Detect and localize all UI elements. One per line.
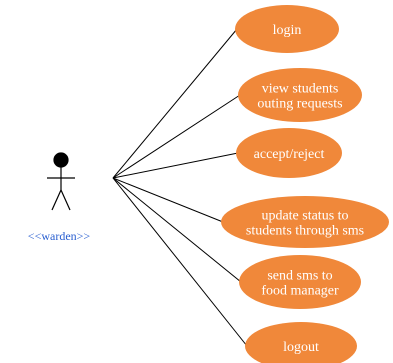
usecase-label: students through sms bbox=[246, 224, 364, 239]
usecase-label: update status to bbox=[261, 209, 348, 224]
usecase-ellipse bbox=[236, 128, 342, 178]
usecase-login: login bbox=[235, 5, 339, 53]
association-line-login bbox=[112, 28, 238, 179]
usecase-ellipse bbox=[235, 5, 339, 53]
actor-warden bbox=[47, 152, 75, 211]
actor-head bbox=[53, 152, 69, 168]
usecase-accept-reject: accept/reject bbox=[236, 128, 342, 178]
usecase-label: accept/reject bbox=[254, 147, 325, 162]
association-line-logout bbox=[112, 177, 248, 347]
association-line-view-requests bbox=[112, 94, 241, 179]
usecase-label: view students bbox=[262, 82, 339, 97]
usecase-ellipse bbox=[245, 322, 357, 363]
usecase-label: login bbox=[273, 23, 302, 38]
actor-right-leg bbox=[60, 189, 71, 211]
association-lines bbox=[112, 28, 248, 347]
actor-left-leg bbox=[51, 189, 62, 211]
usecase-ellipse bbox=[221, 196, 389, 248]
association-line-update-status bbox=[112, 177, 224, 223]
usecase-label: logout bbox=[283, 340, 319, 355]
usecase-logout: logout bbox=[245, 322, 357, 363]
usecase-ellipse bbox=[238, 68, 362, 122]
association-line-accept-reject bbox=[112, 152, 239, 179]
usecase-label: outing requests bbox=[257, 97, 342, 112]
usecase-label: send sms to bbox=[267, 269, 332, 284]
association-line-send-sms bbox=[112, 177, 242, 283]
usecase-label: food manager bbox=[261, 284, 339, 299]
actor-label: <<warden>> bbox=[28, 229, 91, 243]
usecase-ellipse bbox=[239, 255, 361, 309]
